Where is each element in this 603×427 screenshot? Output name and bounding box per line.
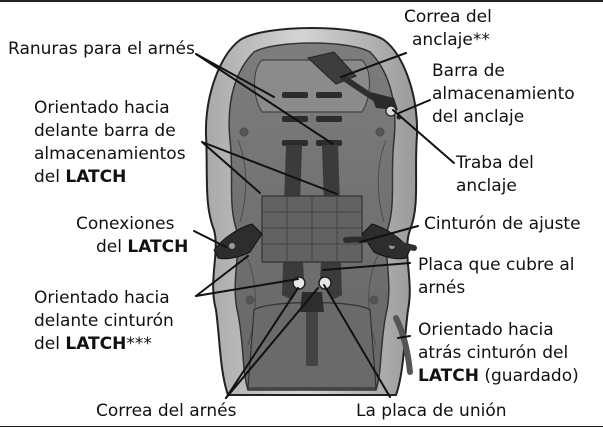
label-tether-storage-bar-line2: almacenamiento	[432, 84, 575, 104]
label-buckle-plate: La placa de unión	[356, 401, 507, 421]
label-tether-strap-line1: Correa del	[404, 7, 492, 27]
buckle-assembly	[292, 276, 332, 366]
label-adjust-belt: Cinturón de ajuste	[424, 214, 581, 234]
label-forward-storage-line4-bold: LATCH	[65, 167, 127, 187]
label-harness-slots: Ranuras para el arnés	[8, 39, 195, 59]
label-forward-storage-line1: Orientado hacia	[34, 98, 170, 118]
label-tether-strap-line2: anclaje**	[412, 30, 490, 50]
label-harness-strap: Correa del arnés	[96, 401, 237, 421]
label-tether-lock-line2: anclaje	[456, 176, 517, 196]
label-forward-storage-line2: delante barra de	[34, 121, 176, 141]
rear-belt-stored	[393, 315, 413, 375]
label-rear-belt-line3: LATCH (guardado)	[418, 366, 579, 386]
label-forward-storage-line3: almacenamientos	[34, 144, 186, 164]
label-rear-belt-line3-suffix: (guardado)	[478, 366, 579, 386]
label-forward-belt-line3-bold: LATCH	[65, 334, 127, 354]
label-forward-belt-line2: delante cinturón	[34, 311, 174, 331]
label-latch-connectors-line2: del LATCH	[96, 237, 188, 257]
label-forward-belt-line3: del LATCH***	[34, 334, 152, 354]
label-tether-storage-bar-line1: Barra de	[432, 61, 505, 81]
adjust-belt	[343, 236, 417, 251]
label-forward-storage-line4-prefix: del	[34, 167, 66, 187]
harness-slots	[282, 92, 342, 146]
label-harness-cover-line2: arnés	[418, 278, 466, 298]
label-tether-storage-bar-line3: del anclaje	[432, 107, 525, 127]
label-forward-belt-line3-prefix: del	[34, 334, 66, 354]
label-harness-cover-line1: Placa que cubre al	[418, 255, 575, 275]
label-rear-belt-line3-bold: LATCH	[418, 366, 479, 386]
callout-lines	[193, 52, 455, 399]
label-forward-belt-line1: Orientado hacia	[34, 288, 170, 308]
label-latch-connectors-line2-prefix: del	[96, 237, 128, 257]
label-latch-connectors-line1: Conexiones	[76, 214, 175, 234]
label-forward-storage-line4: del LATCH	[34, 167, 126, 187]
label-rear-belt-line1: Orientado hacia	[418, 320, 554, 340]
middle-panel-grid	[262, 196, 362, 262]
label-latch-connectors-line2-bold: LATCH	[127, 237, 189, 257]
seat-side-details	[237, 127, 387, 346]
label-forward-belt-line3-suffix: ***	[126, 334, 152, 354]
label-tether-lock-line1: Traba del	[456, 153, 534, 173]
label-rear-belt-line2: atrás cinturón del	[418, 343, 569, 363]
